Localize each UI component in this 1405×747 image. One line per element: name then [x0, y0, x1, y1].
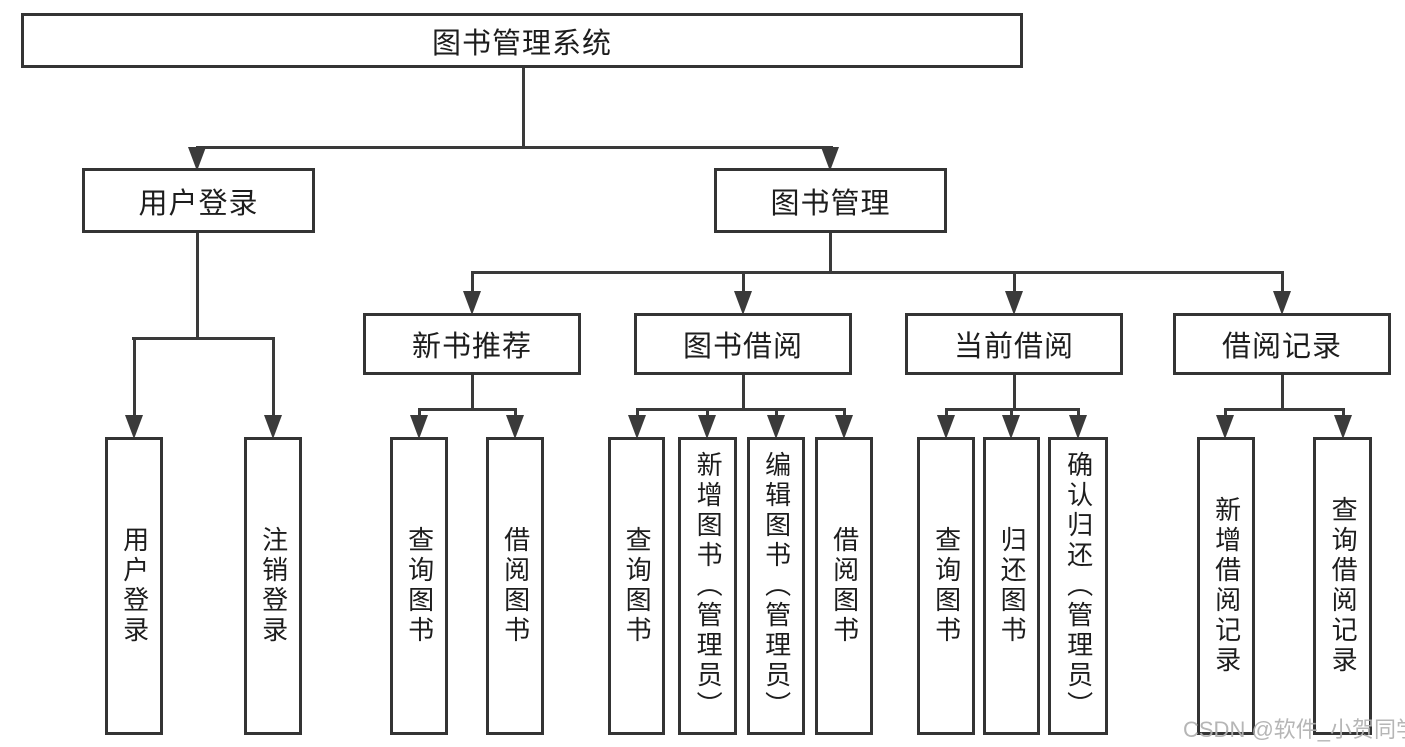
- arrow-to-user-login-leaf: [124, 337, 144, 439]
- arrow-to-query-books-1: [409, 408, 429, 439]
- connector-userlogin-hline: [132, 337, 275, 340]
- leaf-user-login: 用户登录: [105, 437, 163, 735]
- leaf-label: 借阅图书: [500, 526, 531, 646]
- leaf-edit-books-admin: 编辑图书（管理员）: [747, 437, 805, 735]
- arrow-to-borrow-books-2: [834, 408, 854, 439]
- leaf-label: 归还图书: [997, 526, 1028, 646]
- arrow-to-query-borrow-record: [1333, 408, 1353, 439]
- arrow-to-query-books-3: [936, 408, 956, 439]
- leaf-label: 用户登录: [119, 526, 150, 646]
- arrow-to-new-book-rec: [462, 271, 482, 315]
- connector-newbookrec-stem: [471, 375, 474, 408]
- leaf-label: 编辑图书（管理员）: [761, 451, 792, 721]
- leaf-label: 新增图书（管理员）: [693, 451, 724, 721]
- leaf-label: 查询图书: [622, 526, 653, 646]
- leaf-add-borrow-record: 新增借阅记录: [1197, 437, 1255, 735]
- node-new-book-rec: 新书推荐: [363, 313, 581, 375]
- leaf-borrow-books-2: 借阅图书: [815, 437, 873, 735]
- leaf-label: 查询图书: [931, 526, 962, 646]
- node-user-login: 用户登录: [82, 168, 315, 233]
- leaf-label: 确认归还（管理员）: [1063, 451, 1094, 721]
- node-borrow-records: 借阅记录: [1173, 313, 1391, 375]
- arrow-to-add-books: [697, 408, 717, 439]
- connector-borrowrecords-stem: [1281, 375, 1284, 408]
- arrow-to-return-books: [1001, 408, 1021, 439]
- node-book-mgmt: 图书管理: [714, 168, 947, 233]
- arrow-to-add-borrow-record: [1215, 408, 1235, 439]
- connector-currentborrow-stem: [1013, 375, 1016, 408]
- node-root-library-system: 图书管理系统: [21, 13, 1023, 68]
- leaf-label: 注销登录: [258, 526, 289, 646]
- leaf-query-borrow-record: 查询借阅记录: [1313, 437, 1372, 735]
- connector-userlogin-stem: [196, 233, 199, 337]
- connector-level3-hline: [471, 271, 1283, 274]
- connector-bookborrow-hline: [636, 408, 845, 411]
- arrow-to-borrow-books-1: [505, 408, 525, 439]
- arrow-to-borrow-records: [1272, 271, 1292, 315]
- connector-bookborrow-stem: [742, 375, 745, 408]
- node-book-borrow: 图书借阅: [634, 313, 852, 375]
- leaf-label: 查询图书: [404, 526, 435, 646]
- leaf-label: 借阅图书: [829, 526, 860, 646]
- connector-newbookrec-hline: [418, 408, 516, 411]
- connector-root-stem: [522, 68, 525, 146]
- leaf-confirm-return-admin: 确认归还（管理员）: [1048, 437, 1108, 735]
- arrow-to-book-mgmt: [820, 146, 840, 171]
- leaf-query-books-2: 查询图书: [608, 437, 665, 735]
- leaf-label: 新增借阅记录: [1211, 496, 1242, 676]
- arrow-to-logout-leaf: [263, 337, 283, 439]
- leaf-query-books-1: 查询图书: [390, 437, 448, 735]
- node-current-borrow: 当前借阅: [905, 313, 1123, 375]
- leaf-query-books-3: 查询图书: [917, 437, 975, 735]
- leaf-label: 查询借阅记录: [1328, 496, 1359, 676]
- leaf-add-books-admin: 新增图书（管理员）: [678, 437, 737, 735]
- arrow-to-user-login: [187, 146, 207, 171]
- arrow-to-edit-books: [766, 408, 786, 439]
- csdn-watermark: CSDN @软件_小贺同学: [1183, 717, 1405, 742]
- arrow-to-confirm-return: [1068, 408, 1088, 439]
- leaf-return-books: 归还图书: [983, 437, 1040, 735]
- arrow-to-current-borrow: [1004, 271, 1024, 315]
- arrow-to-book-borrow: [733, 271, 753, 315]
- arrow-to-query-books-2: [627, 408, 647, 439]
- connector-borrowrecords-hline: [1224, 408, 1344, 411]
- leaf-logout: 注销登录: [244, 437, 302, 735]
- leaf-borrow-books-1: 借阅图书: [486, 437, 544, 735]
- connector-level2-hline: [196, 146, 833, 149]
- connector-bookmgmt-stem: [829, 233, 832, 271]
